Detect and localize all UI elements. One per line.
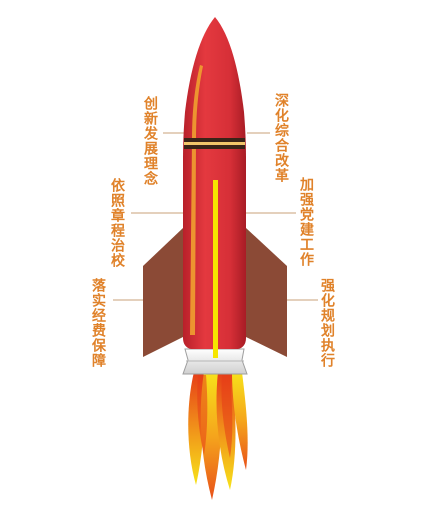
label-left-top: 创新发展理念	[142, 96, 158, 186]
label-right-top: 深化综合改革	[273, 93, 289, 183]
rocket-band	[184, 138, 245, 149]
exhaust-flames	[188, 372, 248, 500]
label-right-mid: 加强党建工作	[298, 177, 314, 267]
leader-lines	[113, 132, 318, 301]
label-left-bottom: 落实经费保障	[90, 278, 106, 368]
label-right-bottom: 强化规划执行	[319, 278, 335, 368]
label-left-mid: 依照章程治校	[109, 178, 125, 268]
right-fin	[246, 228, 287, 357]
left-fin	[143, 228, 183, 357]
center-line	[213, 180, 218, 358]
body-stripe	[190, 65, 203, 335]
